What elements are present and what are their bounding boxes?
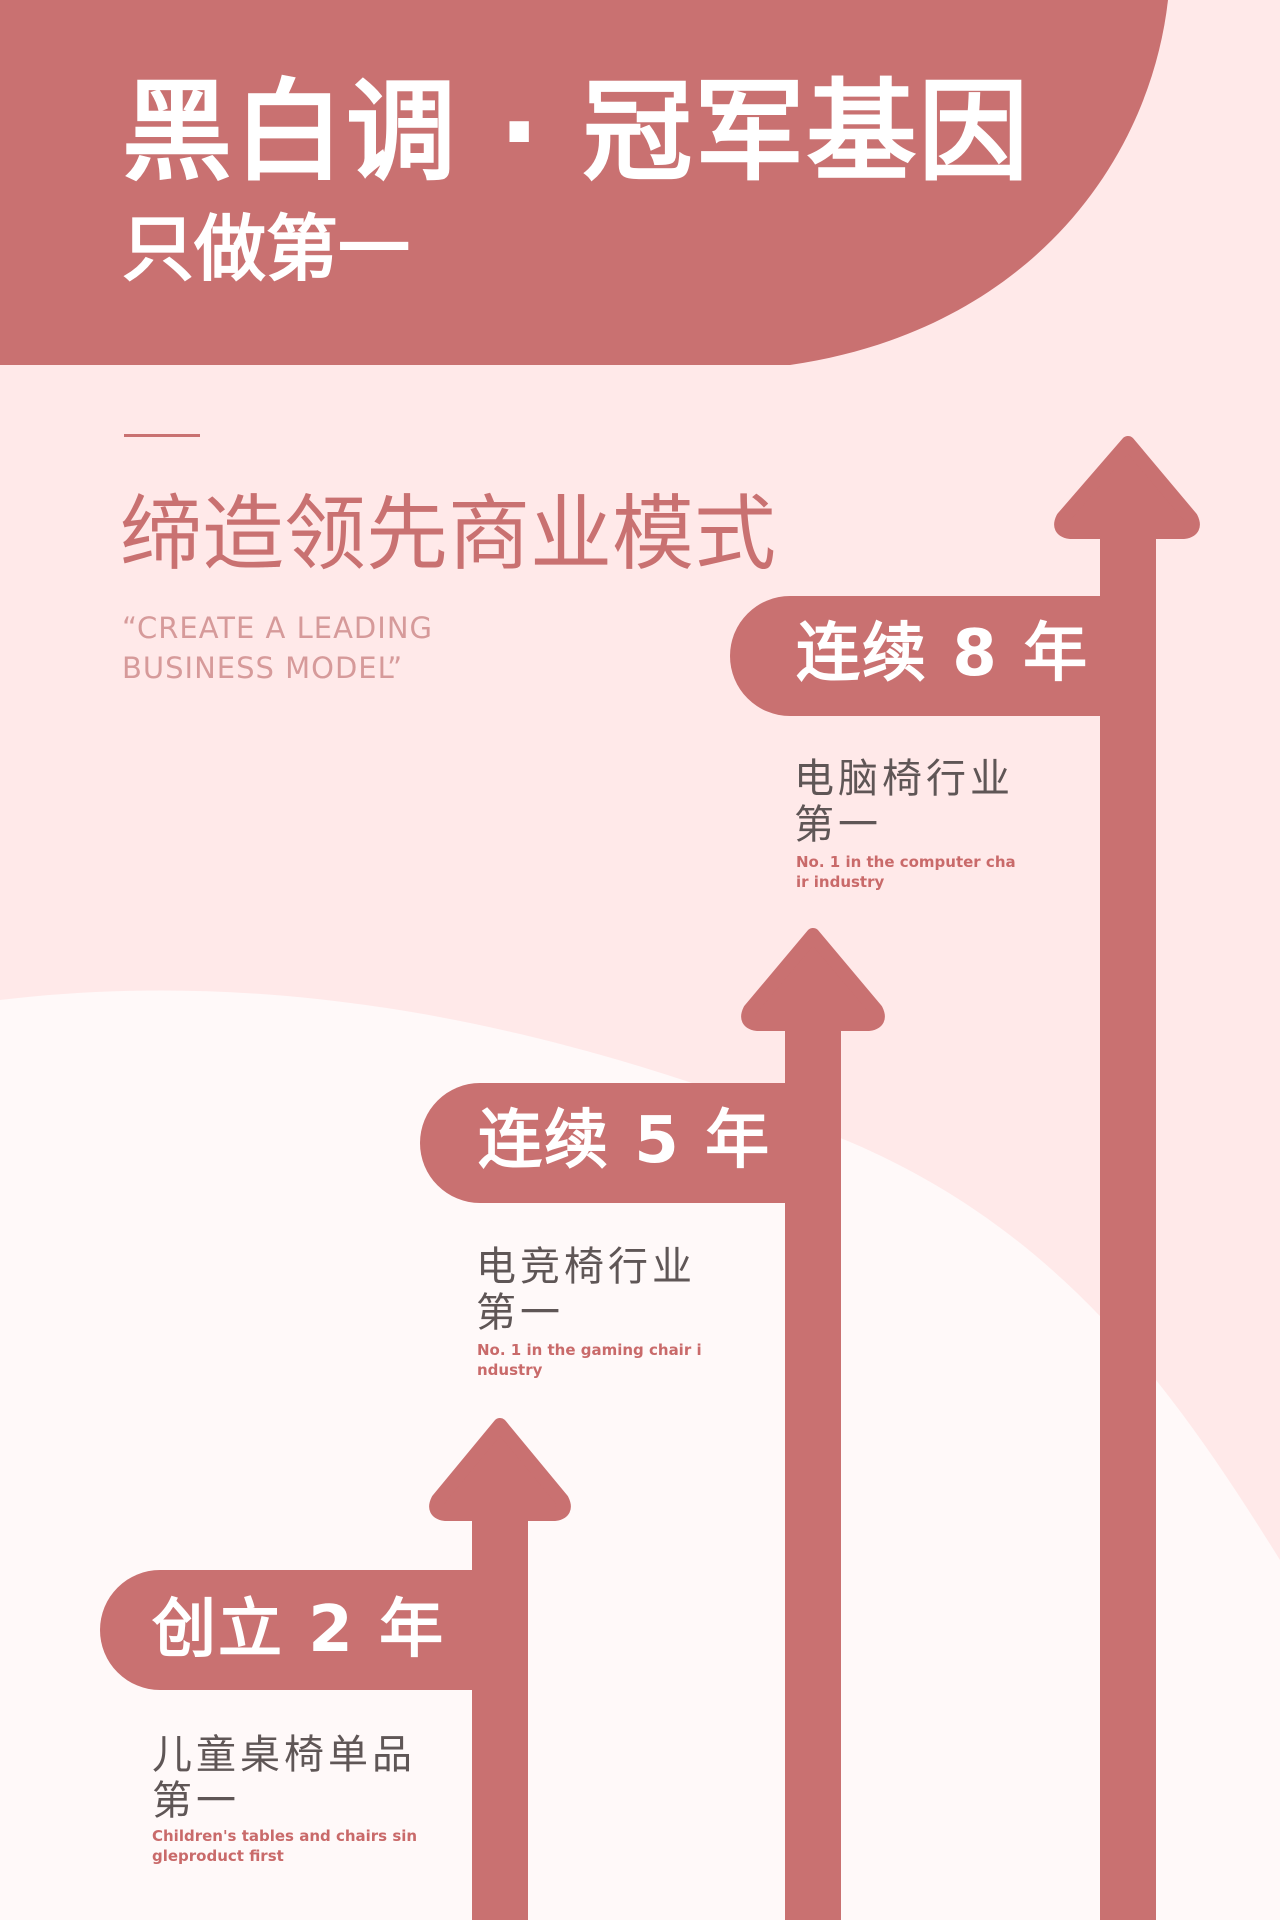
milestone-title-gaming-chair: 电竞椅行业 第一 [476,1244,696,1336]
milestone-english-kids-furniture: Children's tables and chairs sin gleprod… [152,1826,417,1866]
page-subtitle: 只做第一 [122,207,411,291]
milestone-english-line1: Children's tables and chairs sin [152,1827,418,1845]
milestone-badge-5-years: 连续 5 年 [478,1104,772,1178]
arrow-gaming-chair [420,928,885,1920]
milestone-english-line1: No. 1 in the gaming chair i [477,1341,702,1359]
milestone-badge-2-years: 创立 2 年 [152,1593,446,1667]
tagline-english-line2: BUSINESS MODEL” [122,651,404,685]
milestone-title-computer-chair: 电脑椅行业 第一 [794,756,1014,848]
milestone-badge-8-years: 连续 8 年 [796,617,1090,691]
milestone-english-computer-chair: No. 1 in the computer cha ir industry [796,852,1016,892]
milestone-english-gaming-chair: No. 1 in the gaming chair i ndustry [477,1340,702,1380]
tagline-english: “CREATE A LEADING BUSINESS MODEL” [122,608,433,688]
milestone-english-line1: No. 1 in the computer cha [796,853,1016,871]
milestone-english-line2: gleproduct first [152,1847,284,1865]
page-title: 黑白调 · 冠军基因 [122,68,1031,196]
milestone-title-line2: 第一 [794,802,882,848]
milestone-title-line2: 第一 [152,1778,240,1824]
milestone-english-line2: ir industry [796,873,885,891]
tagline: 缔造领先商业模式 [120,487,777,582]
milestone-title-line1: 儿童桌椅单品 [152,1732,416,1778]
arrow-kids-furniture [100,1418,571,1920]
header-shape [0,0,1168,365]
milestone-title-kids-furniture: 儿童桌椅单品 第一 [152,1732,416,1824]
arrow-computer-chair [730,436,1200,1920]
tagline-english-line1: “CREATE A LEADING [122,611,433,645]
milestone-title-line1: 电竞椅行业 [476,1244,696,1290]
milestone-title-line1: 电脑椅行业 [794,756,1014,802]
milestone-english-line2: ndustry [477,1361,543,1379]
divider-dash [124,434,200,437]
milestone-title-line2: 第一 [476,1290,564,1336]
